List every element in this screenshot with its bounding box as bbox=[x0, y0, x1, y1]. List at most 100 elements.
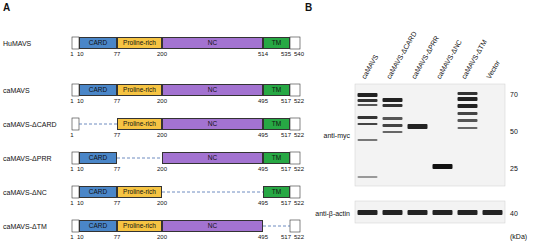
residue-number: 200 bbox=[157, 166, 167, 172]
residue-number: 517 bbox=[281, 200, 291, 206]
domain-box: NC bbox=[162, 37, 263, 49]
lane-label: Vector bbox=[484, 59, 500, 80]
residue-number: 522 bbox=[294, 166, 304, 172]
domain-name: CARD bbox=[89, 155, 107, 162]
panel-letter: A bbox=[3, 3, 10, 13]
residue-number: 514 bbox=[258, 51, 268, 57]
residue-number: 10 bbox=[77, 166, 84, 172]
residue-number: 10 bbox=[77, 234, 84, 240]
residue-number: 522 bbox=[294, 200, 304, 206]
domain-box: Proline-rich bbox=[117, 220, 162, 232]
domain-box: CARD bbox=[79, 220, 117, 232]
residue-number: 77 bbox=[114, 51, 121, 57]
domain-name: CARD bbox=[89, 223, 107, 230]
domain-name: Proline-rich bbox=[123, 40, 156, 47]
domain-name: NC bbox=[208, 155, 217, 162]
domain-box: CARD bbox=[79, 186, 117, 198]
residue-number: 77 bbox=[114, 200, 121, 206]
mw-marker: 40 bbox=[510, 210, 518, 217]
lane-label: caMAVS-ΔPRR bbox=[409, 34, 439, 80]
residue-number: 200 bbox=[157, 132, 167, 138]
residue-number: 517 bbox=[281, 234, 291, 240]
blot-membrane bbox=[355, 84, 505, 223]
residue-number: 540 bbox=[294, 51, 304, 57]
domain-name: NC bbox=[208, 87, 217, 94]
domain-name: Proline-rich bbox=[123, 223, 156, 230]
residue-number: 77 bbox=[114, 234, 121, 240]
construct-name: caMAVS bbox=[3, 87, 30, 94]
residue-number: 1 bbox=[70, 166, 73, 172]
residue-number: 517 bbox=[281, 98, 291, 104]
domain-name: CARD bbox=[89, 87, 107, 94]
domain-box: NC bbox=[162, 220, 263, 232]
residue-number: 522 bbox=[294, 98, 304, 104]
residue-number: 517 bbox=[281, 166, 291, 172]
domain-box: TM bbox=[263, 118, 290, 130]
antibody-label: anti-β-actin bbox=[315, 210, 350, 217]
domain-name: NC bbox=[208, 223, 217, 230]
residue-number: 1 bbox=[70, 200, 73, 206]
terminal-boxes bbox=[72, 37, 300, 232]
domain-box: TM bbox=[263, 37, 290, 49]
residue-number: 10 bbox=[77, 98, 84, 104]
domain-name: NC bbox=[208, 40, 217, 47]
domain-name: TM bbox=[272, 87, 281, 94]
domain-name: TM bbox=[272, 189, 281, 196]
residue-number: 10 bbox=[77, 200, 84, 206]
domain-box: Proline-rich bbox=[117, 37, 162, 49]
construct-name: caMAVS-ΔPRR bbox=[3, 155, 52, 162]
construct-name: HuMAVS bbox=[3, 40, 31, 47]
residue-number: 495 bbox=[258, 200, 268, 206]
residue-number: 200 bbox=[157, 98, 167, 104]
domain-name: TM bbox=[272, 121, 281, 128]
panel-letter: B bbox=[305, 3, 312, 13]
domain-box: NC bbox=[162, 118, 263, 130]
residue-number: 535 bbox=[281, 51, 291, 57]
deletion-connector bbox=[117, 158, 162, 159]
construct-name: caMAVS-ΔCARD bbox=[3, 121, 57, 128]
residue-number: 77 bbox=[114, 166, 121, 172]
domain-name: Proline-rich bbox=[123, 189, 156, 196]
domain-name: Proline-rich bbox=[123, 87, 156, 94]
residue-number: 1 bbox=[70, 98, 73, 104]
residue-number: 200 bbox=[157, 234, 167, 240]
domain-box: NC bbox=[162, 152, 263, 164]
domain-box: Proline-rich bbox=[117, 118, 162, 130]
domain-box: CARD bbox=[79, 37, 117, 49]
residue-number: 1 bbox=[70, 132, 73, 138]
residue-number: 10 bbox=[77, 51, 84, 57]
domain-box: TM bbox=[263, 84, 290, 96]
residue-number: 77 bbox=[114, 98, 121, 104]
mw-marker: 50 bbox=[510, 128, 518, 135]
residue-number: 495 bbox=[258, 166, 268, 172]
domain-name: TM bbox=[272, 40, 281, 47]
domain-box: Proline-rich bbox=[117, 186, 162, 198]
construct-name: caMAVS-ΔTM bbox=[3, 223, 47, 230]
mw-marker: 25 bbox=[510, 165, 518, 172]
lane-label: caMAVS bbox=[359, 53, 378, 80]
deletion-dash bbox=[79, 124, 290, 226]
residue-number: 495 bbox=[258, 98, 268, 104]
domain-name: CARD bbox=[89, 189, 107, 196]
construct-name: caMAVS-ΔNC bbox=[3, 189, 47, 196]
blot-bands bbox=[358, 92, 503, 215]
domain-box: CARD bbox=[79, 152, 117, 164]
antibody-label: anti-myc bbox=[324, 132, 350, 139]
domain-box: NC bbox=[162, 84, 263, 96]
residue-number: 522 bbox=[294, 132, 304, 138]
domain-name: TM bbox=[272, 155, 281, 162]
domain-box: TM bbox=[263, 186, 290, 198]
domain-name: Proline-rich bbox=[123, 121, 156, 128]
residue-number: 495 bbox=[258, 132, 268, 138]
residue-number: 77 bbox=[114, 132, 121, 138]
lane-label: caMAVS-ΔTM bbox=[459, 39, 487, 80]
residue-number: 1 bbox=[70, 51, 73, 57]
deletion-connector bbox=[162, 192, 263, 193]
residue-number: 495 bbox=[258, 234, 268, 240]
domain-name: NC bbox=[208, 121, 217, 128]
domain-box: Proline-rich bbox=[117, 84, 162, 96]
domain-name: CARD bbox=[89, 40, 107, 47]
lane-label: caMAVS-ΔNC bbox=[434, 39, 462, 80]
residue-number: 517 bbox=[281, 132, 291, 138]
residue-number: 200 bbox=[157, 200, 167, 206]
